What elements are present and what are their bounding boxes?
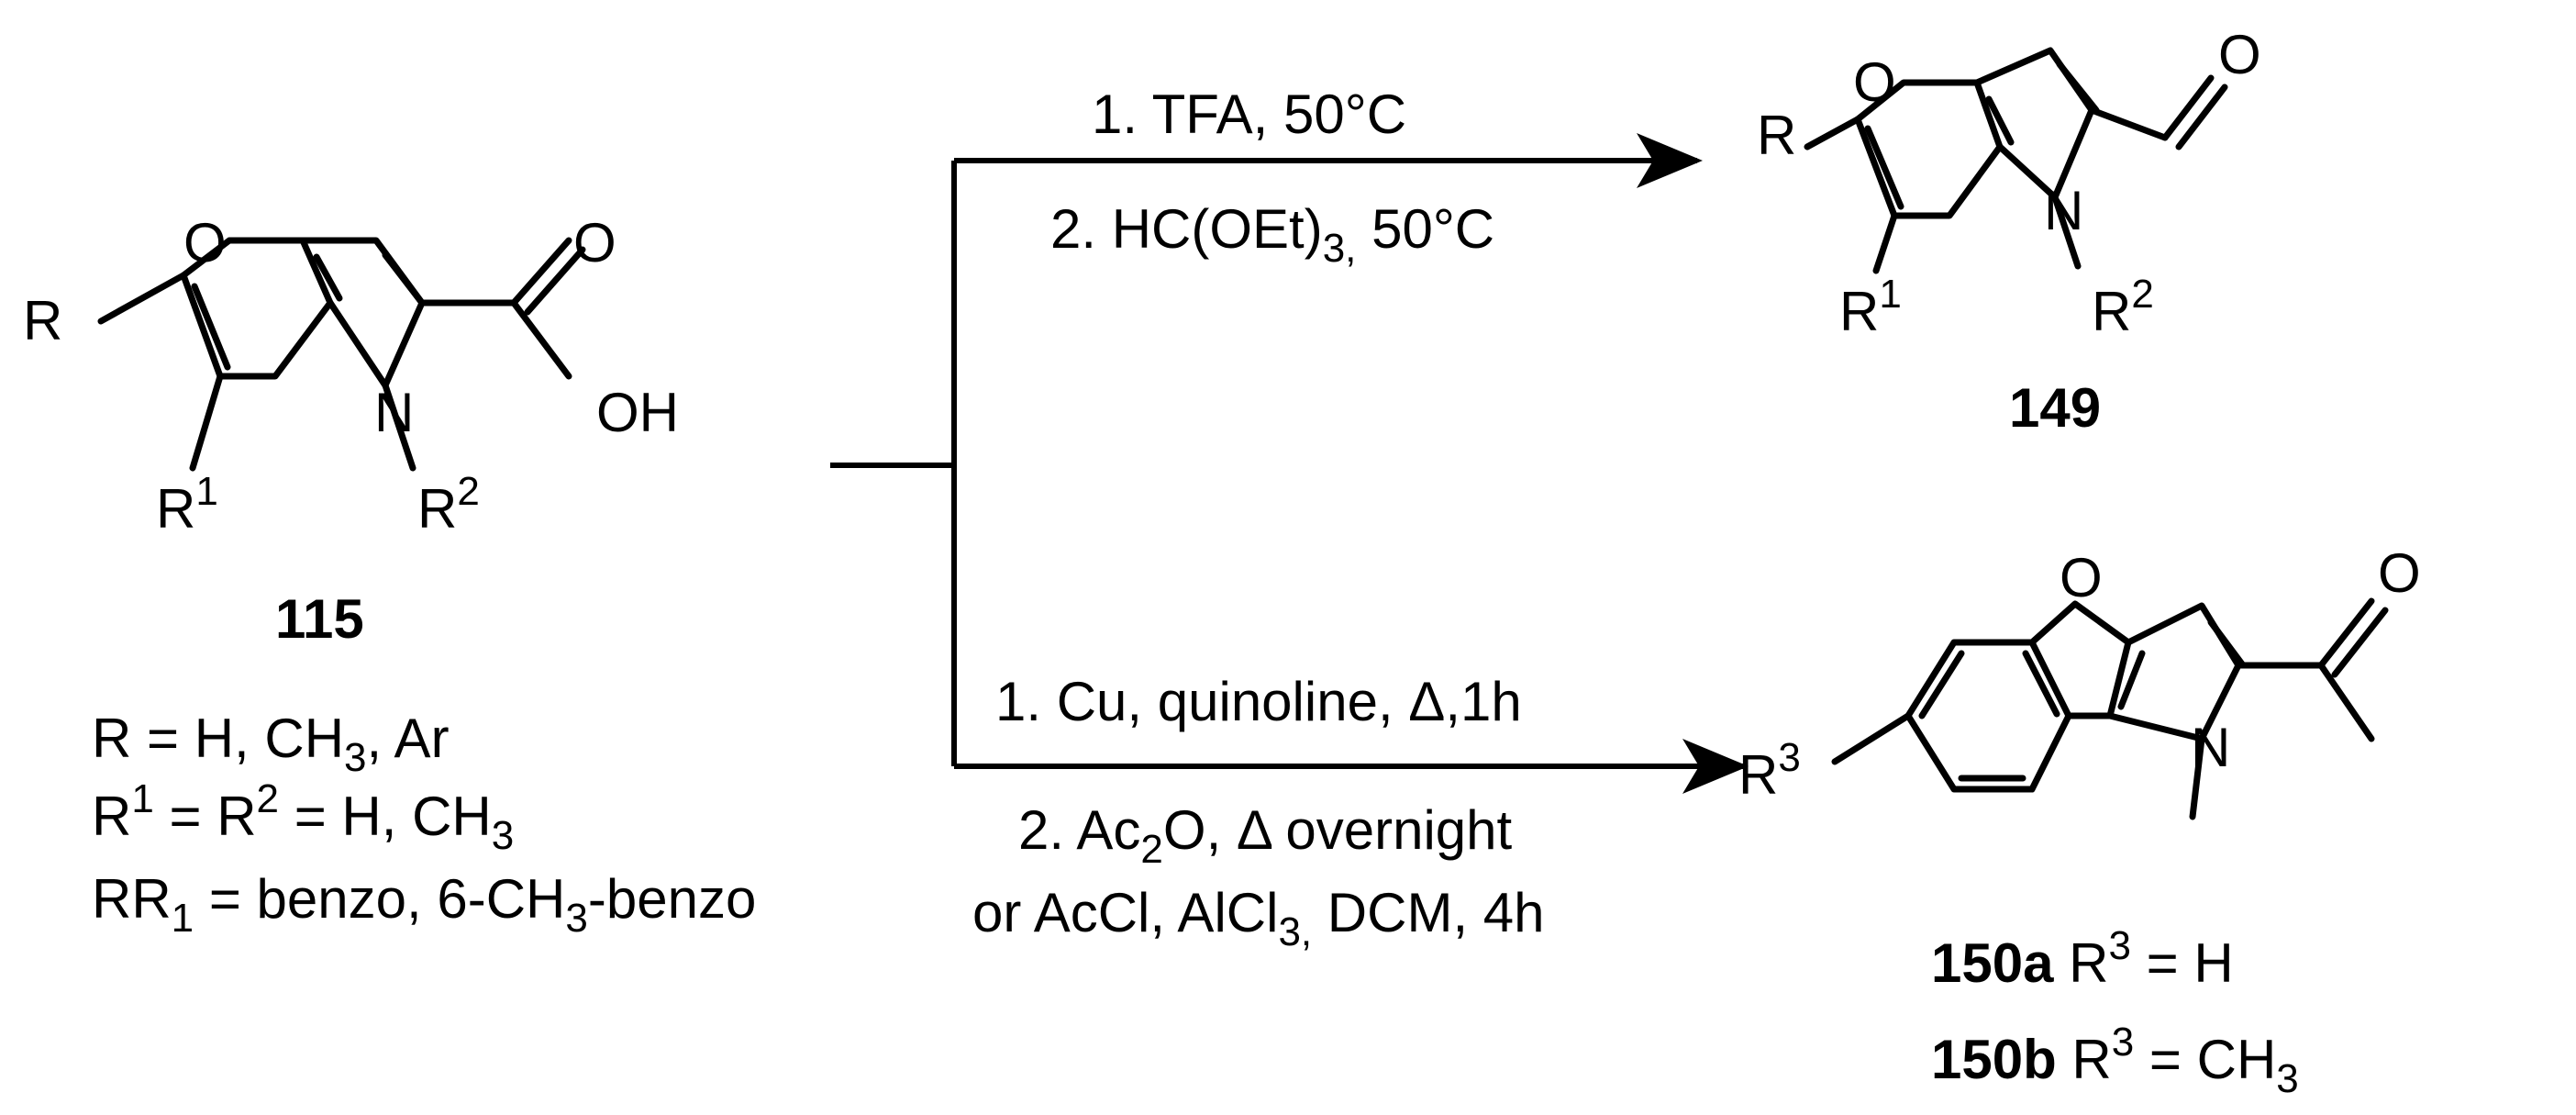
- compound-150-structure: [1831, 597, 2389, 820]
- r2-bond: [2051, 194, 2082, 270]
- r2-bond: [382, 382, 416, 472]
- hydroxyl-label: OH: [596, 382, 679, 443]
- inner-double-bond: [191, 283, 231, 371]
- carbonyl-double-bond: [510, 237, 586, 316]
- hydroxyl-bond: [510, 299, 572, 380]
- r1-bond: [189, 373, 224, 472]
- bottom-condition-step-2: 2. Ac2O, Δ overnight: [1018, 799, 1513, 872]
- substituent-line-3: RR1 = benzo, 6-CH3-benzo: [92, 868, 756, 941]
- inner-double-bond: [2056, 61, 2100, 114]
- reaction-arrows: [830, 133, 1749, 794]
- compound-149-label: 149: [2009, 377, 2101, 439]
- r2-label: R2: [417, 469, 480, 540]
- r-bond: [1804, 116, 1861, 151]
- bottom-condition-step-1: 1. Cu, quinoline, Δ,1h: [995, 671, 1522, 732]
- inner-double-bond: [2117, 650, 2146, 710]
- acetyl-double-bond: [2317, 597, 2389, 678]
- r1-label: R1: [156, 469, 218, 540]
- nitrogen-atom-label: N: [2044, 180, 2083, 241]
- aldehyde-oxygen-label: O: [2218, 24, 2261, 85]
- inner-double-bond: [1864, 125, 1904, 210]
- benzene-double-bonds: [1918, 650, 2060, 782]
- r-bond: [97, 272, 187, 325]
- nitrogen-atom-label: N: [2191, 717, 2230, 778]
- r3-label: R3: [1738, 735, 1801, 806]
- r3-bond: [1831, 712, 1912, 765]
- r1-bond: [1872, 212, 1898, 274]
- top-condition-step-2: 2. HC(OEt)3, 50°C: [1050, 198, 1494, 271]
- methyl-bond: [2317, 662, 2375, 742]
- oxygen-atom-label: O: [1853, 51, 1896, 113]
- bottom-condition-step-3: or AcCl, AlCl3, DCM, 4h: [972, 882, 1545, 954]
- r-label: R: [1757, 105, 1796, 166]
- compound-115-label: 115: [275, 588, 364, 650]
- oxygen-atom-label: O: [183, 212, 227, 273]
- acetyl-oxygen-label: O: [2378, 542, 2421, 604]
- n-methyl-bond: [2189, 735, 2205, 820]
- substituent-line-1: R = H, CH3, Ar: [92, 708, 450, 780]
- inner-double-bond: [1985, 95, 2015, 146]
- inner-double-bond: [2207, 619, 2247, 669]
- aldehyde-double-bond: [2161, 74, 2228, 151]
- r-label: R: [23, 290, 62, 351]
- compound-150a-label: 150a R3 = H: [1931, 923, 2234, 994]
- aldehyde-bond: [2088, 106, 2169, 141]
- inner-double-bond: [382, 251, 426, 307]
- r1-label: R1: [1839, 272, 1902, 342]
- benzene-ring: [1904, 639, 2072, 793]
- compound-115-structure: [97, 237, 586, 472]
- r2-label: R2: [2092, 272, 2154, 342]
- compound-149-structure: [1804, 47, 2228, 274]
- carbonyl-oxygen-label: O: [573, 212, 616, 273]
- substituent-line-2: R1 = R2 = H, CH3: [92, 776, 514, 858]
- oxygen-atom-label: O: [2060, 547, 2103, 608]
- nitrogen-atom-label: N: [374, 382, 414, 443]
- top-condition-step-1: 1. TFA, 50°C: [1092, 84, 1406, 145]
- compound-150b-label: 150b R3 = CH3: [1931, 1020, 2299, 1101]
- inner-double-bond: [313, 253, 343, 302]
